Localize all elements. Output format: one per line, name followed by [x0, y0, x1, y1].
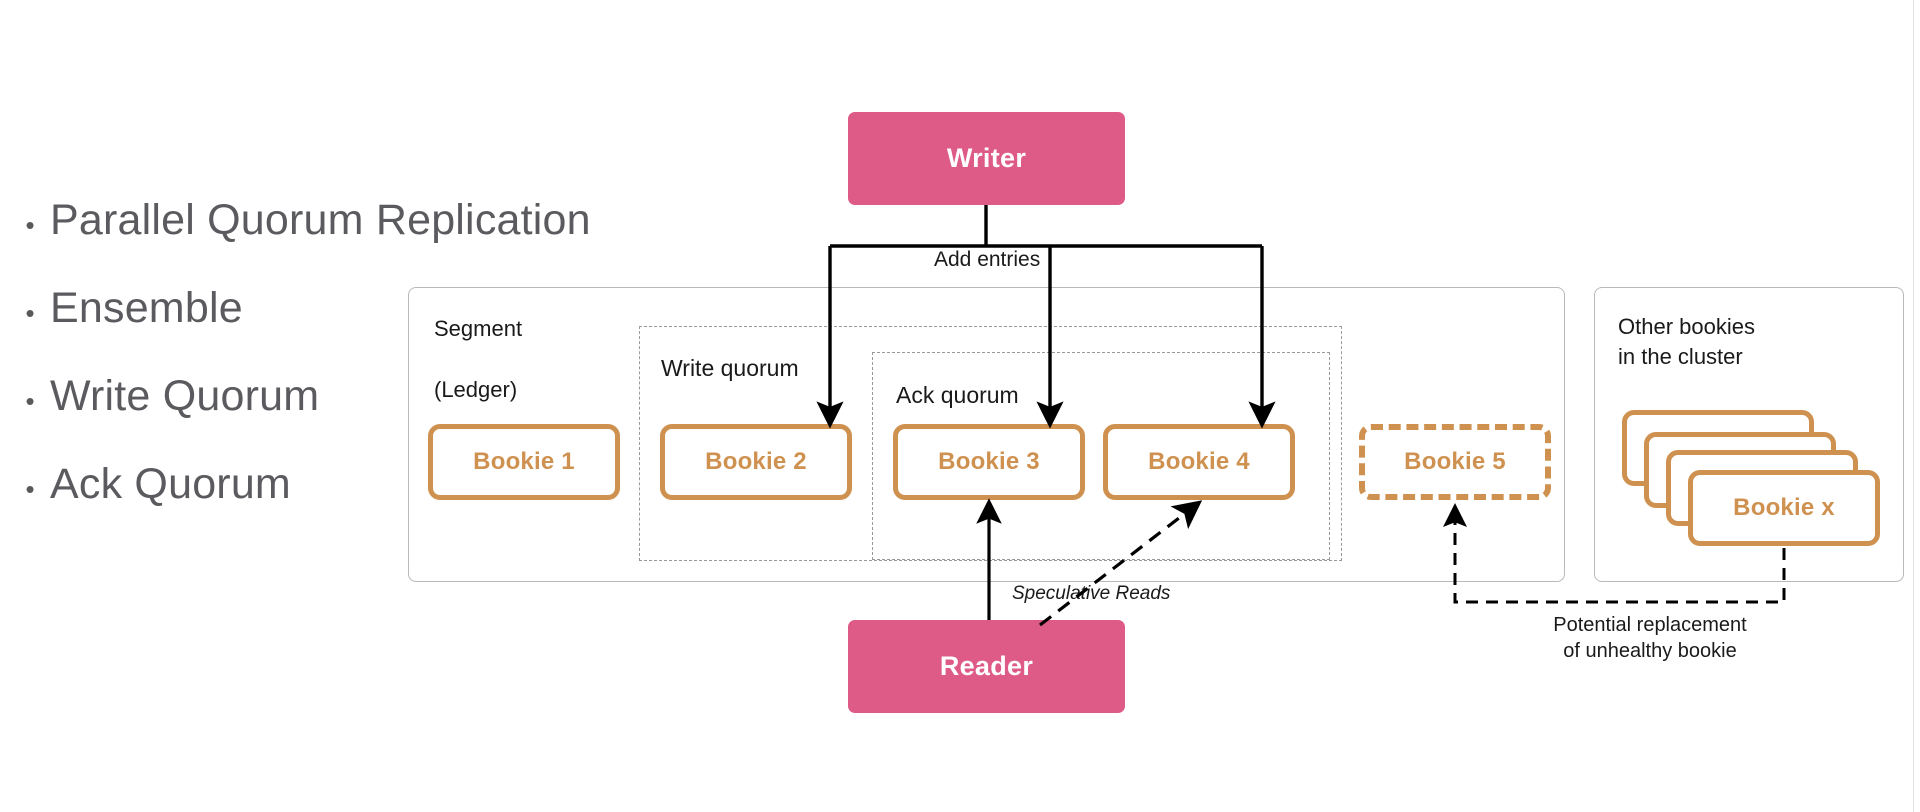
speculative-reads-label: Speculative Reads — [1012, 583, 1171, 604]
list-item: • Write Quorum — [10, 372, 670, 460]
bullet-label-ack-quorum: Ack Quorum — [50, 460, 291, 508]
bookie-3-node: Bookie 3 — [893, 424, 1085, 500]
add-entries-label: Add entries — [928, 248, 1047, 272]
writer-label: Writer — [946, 143, 1027, 173]
bullet-label-write-quorum: Write Quorum — [50, 372, 320, 420]
list-item: • Ensemble — [10, 284, 670, 372]
writer-fanout-connector — [830, 205, 1262, 248]
reader-label: Reader — [939, 651, 1034, 681]
bookie-5-node: Bookie 5 — [1359, 424, 1551, 500]
list-item: • Ack Quorum — [10, 460, 670, 548]
bullet-list: • Parallel Quorum Replication • Ensemble… — [10, 196, 670, 548]
bookie-1-node: Bookie 1 — [428, 424, 620, 500]
bullet-marker-icon: • — [25, 386, 35, 416]
bullet-label-ensemble: Ensemble — [50, 284, 243, 332]
bullet-marker-icon: • — [25, 474, 35, 504]
bookie-2-node: Bookie 2 — [660, 424, 852, 500]
ack-quorum-label: Ack quorum — [896, 382, 1019, 408]
bookie-5-label: Bookie 5 — [1404, 448, 1506, 475]
bullet-label-parallel-quorum-replication: Parallel Quorum Replication — [50, 196, 591, 244]
bookie-1-label: Bookie 1 — [473, 448, 575, 475]
list-item: • Parallel Quorum Replication — [10, 196, 670, 284]
reader-node: Reader — [848, 620, 1125, 713]
bookie-x-label: Bookie x — [1733, 494, 1835, 521]
bullet-marker-icon: • — [25, 298, 35, 328]
write-quorum-label: Write quorum — [661, 355, 799, 381]
other-bookies-panel-label: Other bookies in the cluster — [1618, 314, 1755, 370]
bookie-2-label: Bookie 2 — [705, 448, 807, 475]
bookie-4-node: Bookie 4 — [1103, 424, 1295, 500]
bookie-4-label: Bookie 4 — [1148, 448, 1250, 475]
window-edge-sliver — [1913, 0, 1920, 812]
bookie-3-label: Bookie 3 — [938, 448, 1040, 475]
writer-node: Writer — [848, 112, 1125, 205]
bullet-marker-icon: • — [25, 210, 35, 240]
potential-replacement-note: Potential replacement of unhealthy booki… — [1553, 614, 1747, 662]
segment-panel-label: Segment (Ledger) — [434, 316, 523, 402]
bookie-x-node: Bookie x — [1688, 470, 1880, 546]
